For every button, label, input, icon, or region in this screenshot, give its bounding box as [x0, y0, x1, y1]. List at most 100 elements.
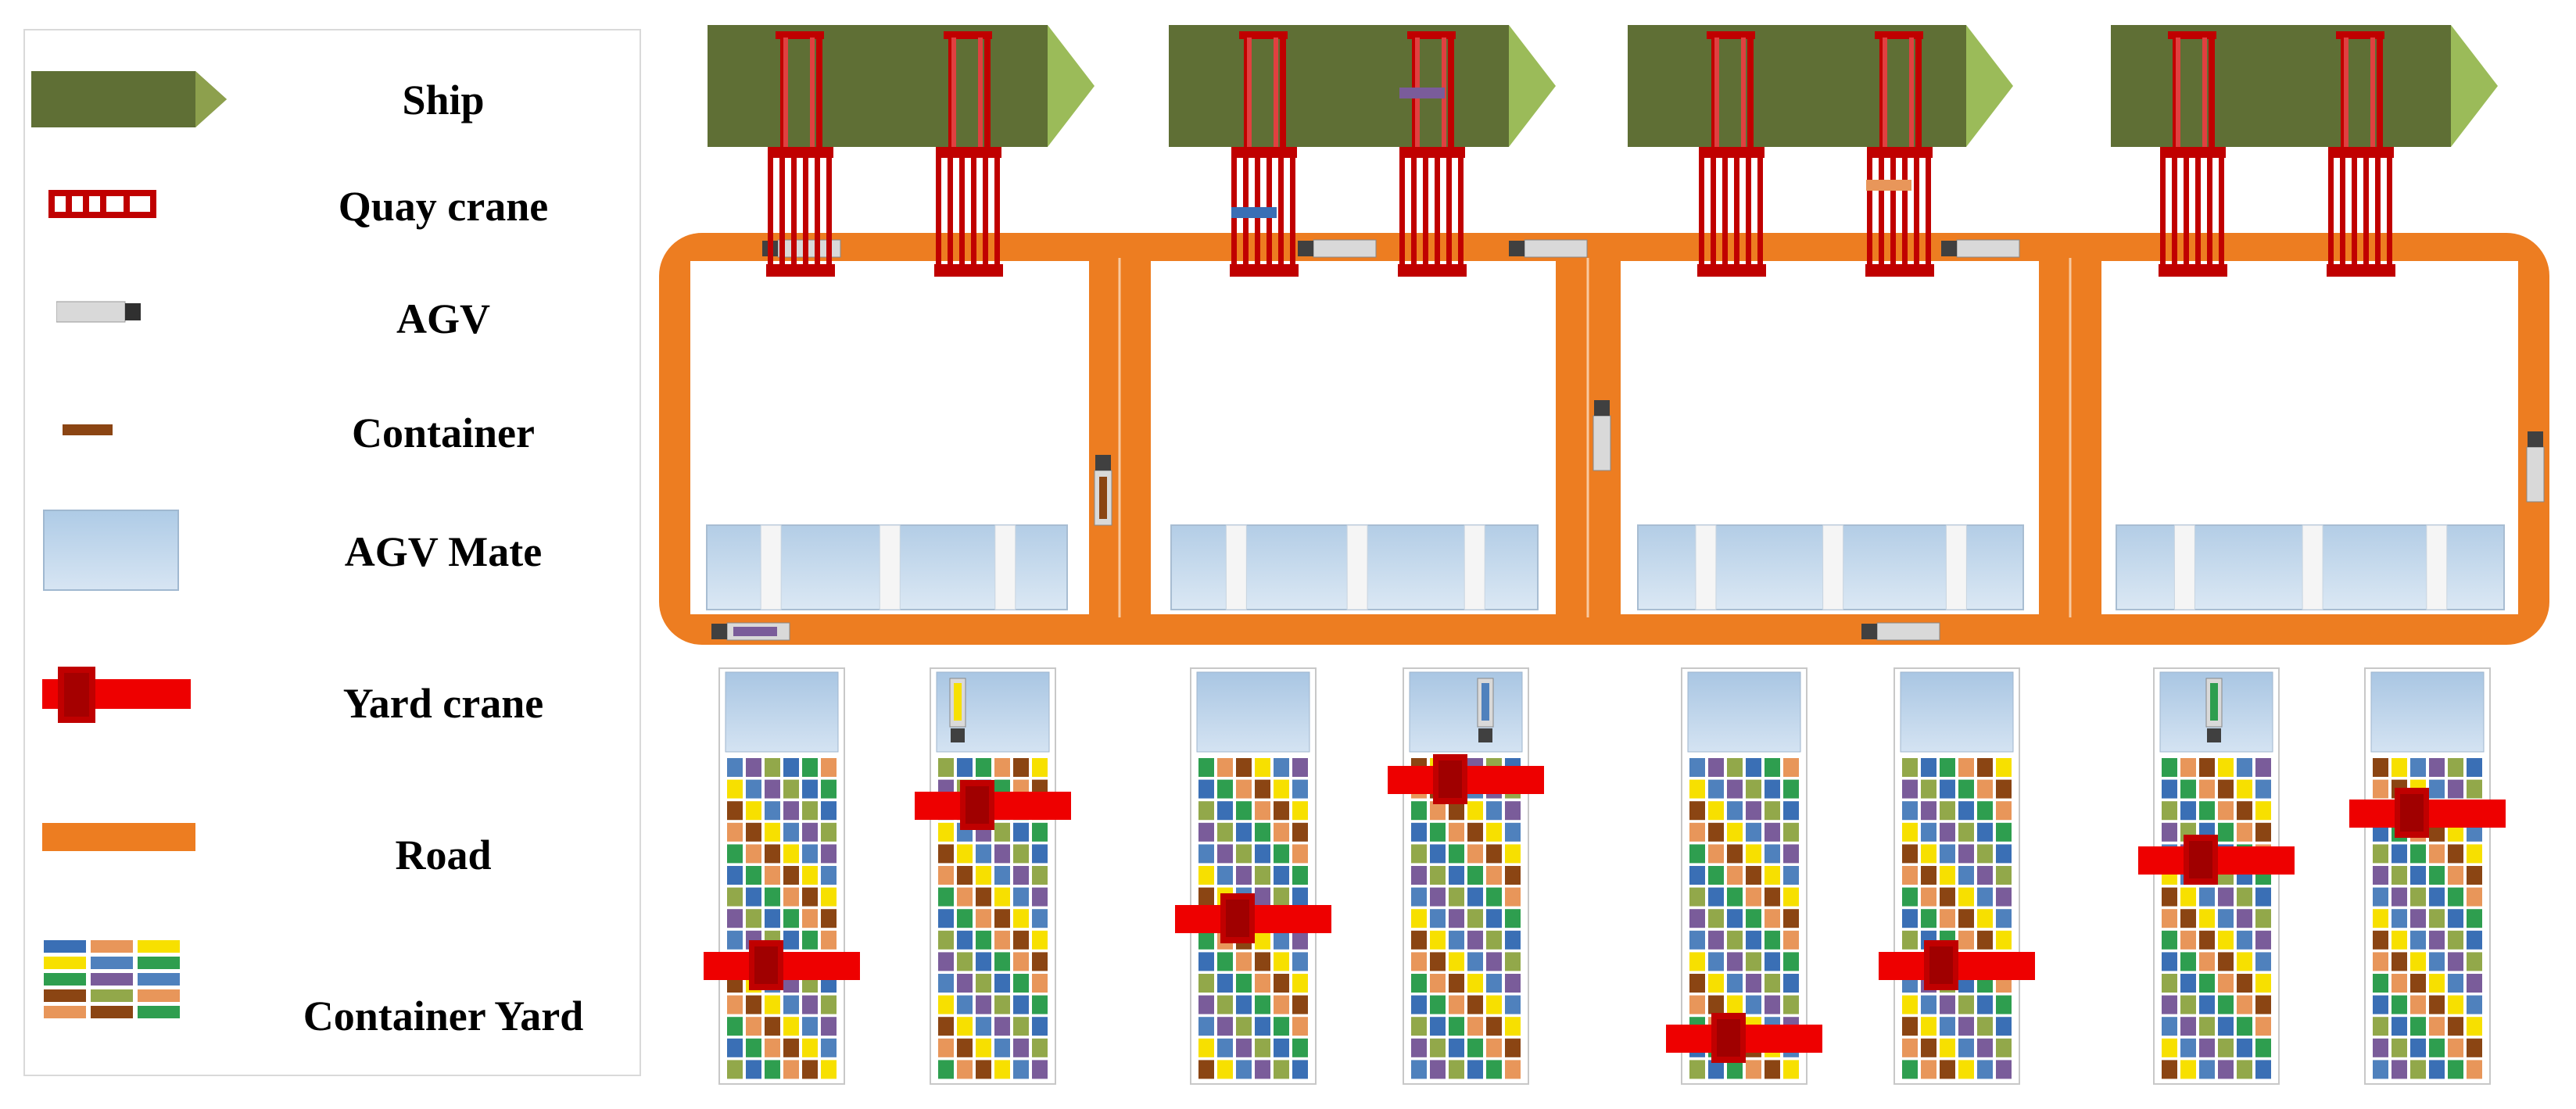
quay-crane-leg: [1914, 147, 1919, 276]
yard-container: [1921, 1060, 1936, 1079]
yard-container: [1467, 1038, 1483, 1057]
yard-container: [1977, 995, 1993, 1014]
yard-container: [1505, 844, 1521, 864]
yard-container: [1940, 909, 1955, 928]
yard-container: [802, 801, 818, 821]
yard-container: [727, 909, 743, 928]
yard-container: [2429, 909, 2445, 928]
yard-container: [2199, 758, 2215, 777]
yard-container: [1940, 801, 1955, 821]
yard-container: [2237, 952, 2252, 971]
yard-container: [1746, 822, 1761, 842]
yard-container: [2255, 779, 2271, 799]
yard-container: [1255, 952, 1270, 971]
yard-container: [2448, 779, 2463, 799]
yard-container: [2373, 779, 2388, 799]
yard-container: [1765, 952, 1780, 971]
quay-crane-leg: [1278, 147, 1284, 276]
yard-container: [2218, 930, 2234, 950]
yard-container: [2391, 909, 2407, 928]
yard-container: [2373, 758, 2388, 777]
container: [1399, 88, 1445, 98]
yard-container: [1958, 909, 1974, 928]
quay-crane-boom: [1714, 38, 1719, 148]
yard-container: [1765, 844, 1780, 864]
yard-container: [1902, 866, 1918, 885]
yard-container: [994, 1017, 1010, 1036]
agv: [1941, 239, 2020, 258]
yard-container: [1032, 822, 1048, 842]
yard-container: [938, 866, 954, 885]
yard-container: [802, 1060, 818, 1079]
yard-container: [2255, 930, 2271, 950]
yard-container: [1902, 779, 1918, 799]
yard-container: [1746, 974, 1761, 993]
quay-crane-leg: [1902, 147, 1908, 276]
yard-container: [938, 909, 954, 928]
yard-container: [1198, 1060, 1214, 1079]
yard-container: [976, 974, 991, 993]
quay-crane-boom: [2209, 31, 2215, 148]
yard-container: [746, 801, 761, 821]
yard-container: [1727, 909, 1743, 928]
agv-container: [1099, 477, 1107, 519]
yard-container: [1689, 930, 1705, 950]
yard-container: [765, 995, 780, 1014]
quay-crane-leg: [1890, 147, 1896, 276]
yard-transfer-bay: [1900, 671, 2014, 753]
ships-layer: [708, 25, 2498, 147]
yard-container: [821, 1017, 837, 1036]
agv-mate-slot: [879, 524, 901, 610]
yard-container: [2199, 1017, 2215, 1036]
yard-container: [1255, 758, 1270, 777]
yard-container: [2391, 930, 2407, 950]
agv: [1477, 678, 1494, 742]
yard-container: [2180, 1060, 2196, 1079]
quay-crane-legend-icon: [48, 190, 156, 218]
yard-container: [765, 1017, 780, 1036]
quay-crane: [766, 31, 835, 277]
quay-crane-base: [934, 264, 1003, 277]
yard-crane-cab: [1226, 900, 1249, 937]
yard-container: [1708, 887, 1724, 907]
yard-container: [765, 887, 780, 907]
yard-container: [1013, 887, 1029, 907]
yard-container: [1467, 801, 1483, 821]
yard-container: [1236, 974, 1252, 993]
quay-crane: [1398, 31, 1467, 277]
yard-container: [1486, 844, 1502, 864]
yard-container: [2199, 974, 2215, 993]
yard-crane-cab: [1438, 760, 1462, 798]
agv-mate-slot: [760, 524, 782, 610]
legend-label-agv: AGV: [396, 295, 490, 342]
yard-container: [1236, 1017, 1252, 1036]
yard-container: [2429, 1038, 2445, 1057]
agv: [1593, 400, 1611, 471]
yard-container: [2410, 909, 2426, 928]
yard-container: [2410, 952, 2426, 971]
yard-container: [2410, 995, 2426, 1014]
yard-container: [2373, 930, 2388, 950]
yard-container: [1977, 930, 1993, 950]
yard-container: [1902, 995, 1918, 1014]
yard-container: [1958, 1060, 1974, 1079]
quay-crane-boom: [2202, 38, 2207, 148]
yard-container: [2162, 822, 2177, 842]
yard-container: [1292, 801, 1308, 821]
agv-mate-slot: [2302, 524, 2323, 610]
yard-container: [2180, 995, 2196, 1014]
agv-head: [1861, 624, 1877, 639]
yard-container: [2448, 995, 2463, 1014]
yard-container: [1198, 887, 1214, 907]
yards-layer: [704, 667, 2506, 1085]
yard-container: [1449, 801, 1464, 821]
yard-container: [1198, 844, 1214, 864]
yard-container: [2391, 1017, 2407, 1036]
quay-crane-leg: [2387, 147, 2392, 276]
yard-container: [1274, 952, 1289, 971]
yard-container: [2180, 758, 2196, 777]
yard-container: [2237, 974, 2252, 993]
yard-container: [1198, 779, 1214, 799]
yard-container: [1198, 758, 1214, 777]
